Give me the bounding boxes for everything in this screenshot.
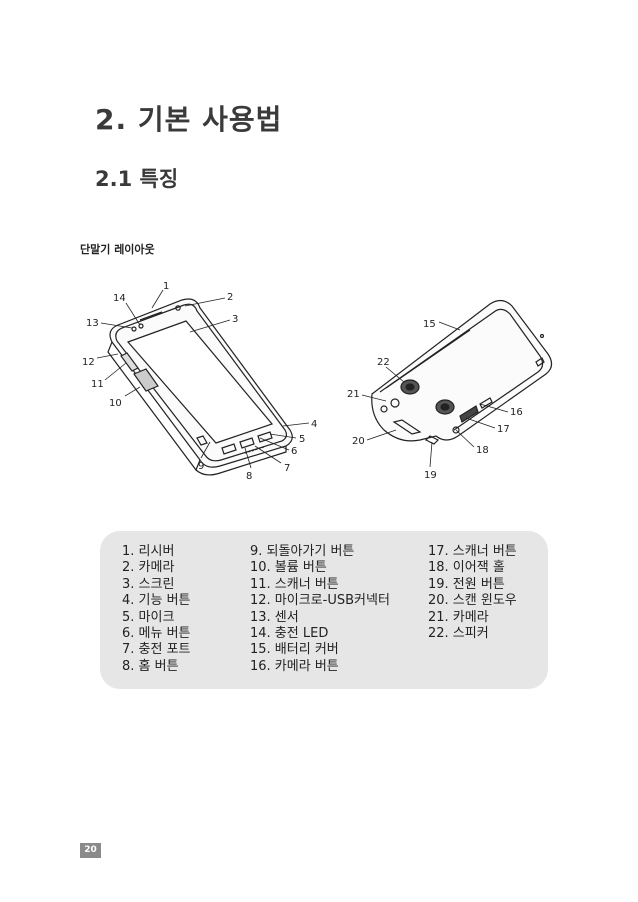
- legend-item: 18. 이어잭 홀: [428, 560, 505, 576]
- legend-item: 3. 스크린: [122, 576, 175, 592]
- legend-item: 17. 스캐너 버튼: [428, 544, 517, 559]
- legend-item: 15. 배터리 커버: [250, 642, 339, 658]
- legend-item: 19. 전원 버튼: [428, 576, 505, 592]
- page-number: 20: [80, 843, 101, 858]
- legend-item: 1. 리시버: [122, 544, 175, 559]
- callout-2: 2: [227, 292, 233, 303]
- legend-column-2: 9. 되돌아가기 버튼 10. 볼륨 버튼 11. 스캐너 버튼 12. 마이크…: [250, 544, 390, 675]
- figure-caption: 단말기 레이아웃: [80, 243, 155, 256]
- legend-item: 6. 메뉴 버튼: [122, 625, 191, 641]
- callout-12: 12: [82, 357, 95, 368]
- parts-legend: 1. 리시버 2. 카메라 3. 스크린 4. 기능 버튼 5. 마이크 6. …: [100, 531, 548, 689]
- callout-4: 4: [311, 419, 317, 430]
- legend-column-1: 1. 리시버 2. 카메라 3. 스크린 4. 기능 버튼 5. 마이크 6. …: [122, 544, 191, 675]
- callout-6: 6: [291, 446, 297, 457]
- device-layout-figure: 1 2 3 4 5 6 7 8 9 10 11 12 13 14 15 16 1…: [0, 270, 638, 500]
- legend-item: 12. 마이크로-USB커넥터: [250, 593, 390, 609]
- device-illustration: 1 2 3 4 5 6 7 8 9 10 11 12 13 14 15 16 1…: [82, 281, 553, 482]
- callout-16: 16: [510, 407, 523, 418]
- legend-item: 20. 스캔 윈도우: [428, 593, 517, 609]
- legend-item: 9. 되돌아가기 버튼: [250, 544, 355, 559]
- callout-5: 5: [299, 434, 305, 445]
- phone-front-drawing: [107, 298, 293, 476]
- callout-15: 15: [423, 319, 436, 330]
- legend-item: 8. 홈 버튼: [122, 658, 179, 674]
- legend-column-3: 17. 스캐너 버튼 18. 이어잭 홀 19. 전원 버튼 20. 스캔 윈도…: [428, 544, 517, 642]
- callout-18: 18: [476, 445, 489, 456]
- legend-item: 21. 카메라: [428, 609, 489, 625]
- section-heading: 2. 기본 사용법: [95, 103, 283, 136]
- callout-20: 20: [352, 436, 365, 447]
- callout-3: 3: [232, 314, 238, 325]
- callout-10: 10: [109, 398, 122, 409]
- legend-item: 11. 스캐너 버튼: [250, 576, 339, 592]
- callout-22: 22: [377, 357, 390, 368]
- legend-item: 16. 카메라 버튼: [250, 658, 339, 674]
- callout-21: 21: [347, 389, 360, 400]
- callout-labels: 1 2 3 4 5 6 7 8 9 10 11 12 13 14 15 16 1…: [82, 281, 523, 482]
- legend-item: 5. 마이크: [122, 609, 175, 625]
- callout-7: 7: [284, 463, 290, 474]
- callout-8: 8: [246, 471, 252, 482]
- phone-back-drawing: [371, 299, 553, 445]
- legend-item: 2. 카메라: [122, 560, 175, 576]
- callout-1: 1: [163, 281, 169, 292]
- legend-item: 14. 충전 LED: [250, 625, 329, 641]
- legend-item: 4. 기능 버튼: [122, 593, 191, 609]
- legend-item: 13. 센서: [250, 609, 299, 625]
- subsection-heading: 2.1 특징: [95, 167, 179, 191]
- callout-13: 13: [86, 318, 99, 329]
- legend-item: 22. 스피커: [428, 625, 489, 641]
- callout-9: 9: [198, 461, 204, 472]
- callout-17: 17: [497, 424, 510, 435]
- legend-item: 10. 볼륨 버튼: [250, 560, 327, 576]
- callout-19: 19: [424, 470, 437, 481]
- legend-item: 7. 충전 포트: [122, 642, 191, 658]
- callout-11: 11: [91, 379, 104, 390]
- callout-14: 14: [113, 293, 126, 304]
